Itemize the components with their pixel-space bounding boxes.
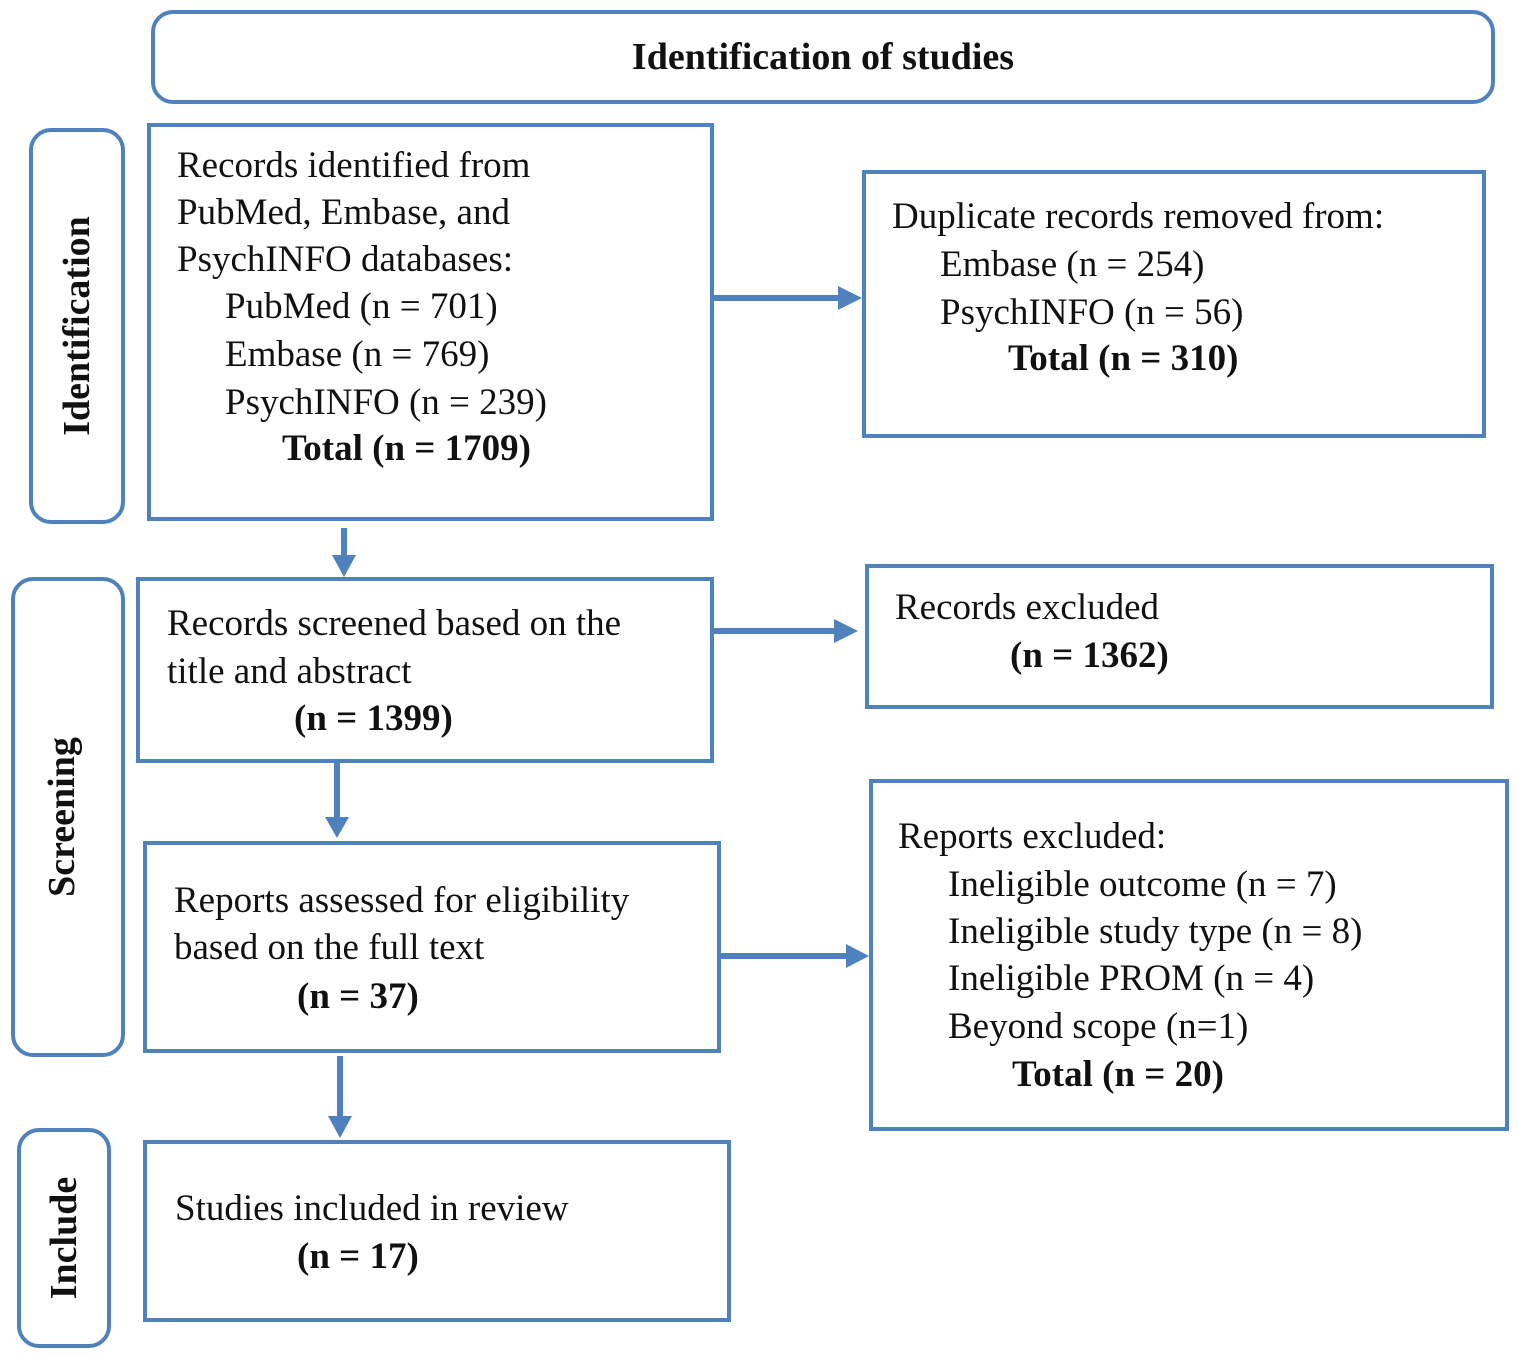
records-identified-total: Total (n = 1709) — [282, 428, 531, 469]
arrow-to-assessed — [334, 763, 340, 819]
arrow-to-duplicates-head — [838, 286, 862, 310]
studies-included-count: (n = 17) — [297, 1236, 419, 1277]
records-identified-line: PsychINFO databases: — [177, 239, 514, 280]
records-excluded-title: Records excluded — [895, 587, 1160, 628]
studies-included-title: Studies included in review — [175, 1188, 569, 1229]
reports-excluded-box — [869, 779, 1509, 1131]
duplicates-removed-box — [862, 170, 1486, 438]
studies-included-box — [143, 1140, 731, 1322]
header-box: Identification of studies — [151, 10, 1495, 104]
records-identified-line: Records identified from — [177, 145, 531, 186]
arrow-to-records-excluded-head — [834, 619, 858, 643]
reports-assessed-count: (n = 37) — [297, 976, 419, 1017]
phase-screening-box — [11, 577, 125, 1057]
header-title: Identification of studies — [631, 36, 1015, 78]
arrow-to-screened-head — [332, 555, 356, 577]
arrow-to-records-excluded — [714, 628, 836, 634]
duplicates-removed-title: Duplicate records removed from: — [892, 196, 1385, 237]
reports-assessed-box — [143, 841, 721, 1053]
records-screened-line: title and abstract — [167, 651, 412, 692]
records-identified-box — [147, 123, 714, 521]
phase-include-box — [17, 1128, 111, 1348]
records-identified-item: Embase (n = 769) — [225, 334, 490, 375]
reports-assessed-line: based on the full text — [174, 927, 485, 968]
arrow-to-screened — [341, 528, 347, 556]
records-screened-box — [136, 577, 714, 763]
records-excluded-count: (n = 1362) — [1010, 635, 1169, 676]
reports-assessed-line: Reports assessed for eligibility — [174, 880, 630, 921]
reports-excluded-title: Reports excluded: — [898, 816, 1167, 857]
reports-excluded-item: Ineligible outcome (n = 7) — [948, 864, 1337, 905]
records-excluded-box — [865, 564, 1494, 709]
reports-excluded-item: Ineligible study type (n = 8) — [948, 911, 1363, 952]
reports-excluded-total: Total (n = 20) — [1012, 1054, 1224, 1095]
arrow-to-duplicates — [714, 295, 840, 301]
arrow-to-assessed-head — [325, 817, 349, 838]
phase-identification-box — [29, 128, 125, 524]
arrow-to-included-head — [328, 1116, 352, 1138]
reports-excluded-item: Ineligible PROM (n = 4) — [948, 958, 1315, 999]
arrow-to-reports-excluded — [721, 953, 848, 959]
duplicates-removed-item: Embase (n = 254) — [940, 244, 1205, 285]
reports-excluded-item: Beyond scope (n=1) — [948, 1006, 1249, 1047]
duplicates-removed-item: PsychINFO (n = 56) — [940, 292, 1244, 333]
arrow-to-reports-excluded-head — [846, 944, 869, 968]
records-identified-item: PsychINFO (n = 239) — [225, 382, 547, 423]
records-identified-line: PubMed, Embase, and — [177, 192, 510, 233]
records-identified-item: PubMed (n = 701) — [225, 286, 498, 327]
records-screened-line: Records screened based on the — [167, 603, 622, 644]
records-screened-count: (n = 1399) — [294, 698, 453, 739]
arrow-to-included — [337, 1056, 343, 1118]
duplicates-removed-total: Total (n = 310) — [1008, 338, 1239, 379]
